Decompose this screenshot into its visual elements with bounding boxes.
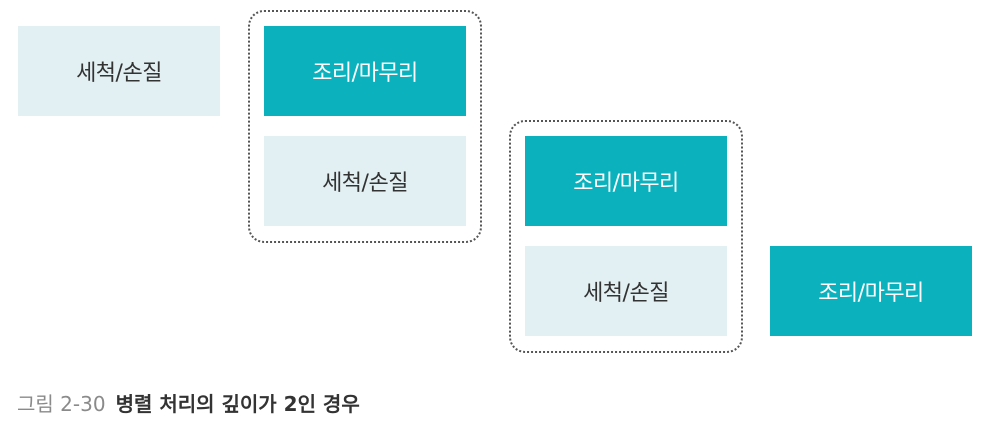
wash-box-3: 세척/손질 [525,246,727,336]
parallel-group-1 [248,10,482,243]
figure-title: 병렬 처리의 깊이가 2인 경우 [115,392,360,416]
wash-box-2: 세척/손질 [264,136,466,226]
figure-caption: 그림 2-30 병렬 처리의 깊이가 2인 경우 [17,388,360,417]
cook-box-2: 조리/마무리 [525,136,727,226]
cook-box-3: 조리/마무리 [770,246,972,336]
figure-number: 그림 2-30 [17,392,106,416]
wash-box-1: 세척/손질 [18,26,220,116]
cook-box-1: 조리/마무리 [264,26,466,116]
parallel-group-2 [509,120,743,353]
